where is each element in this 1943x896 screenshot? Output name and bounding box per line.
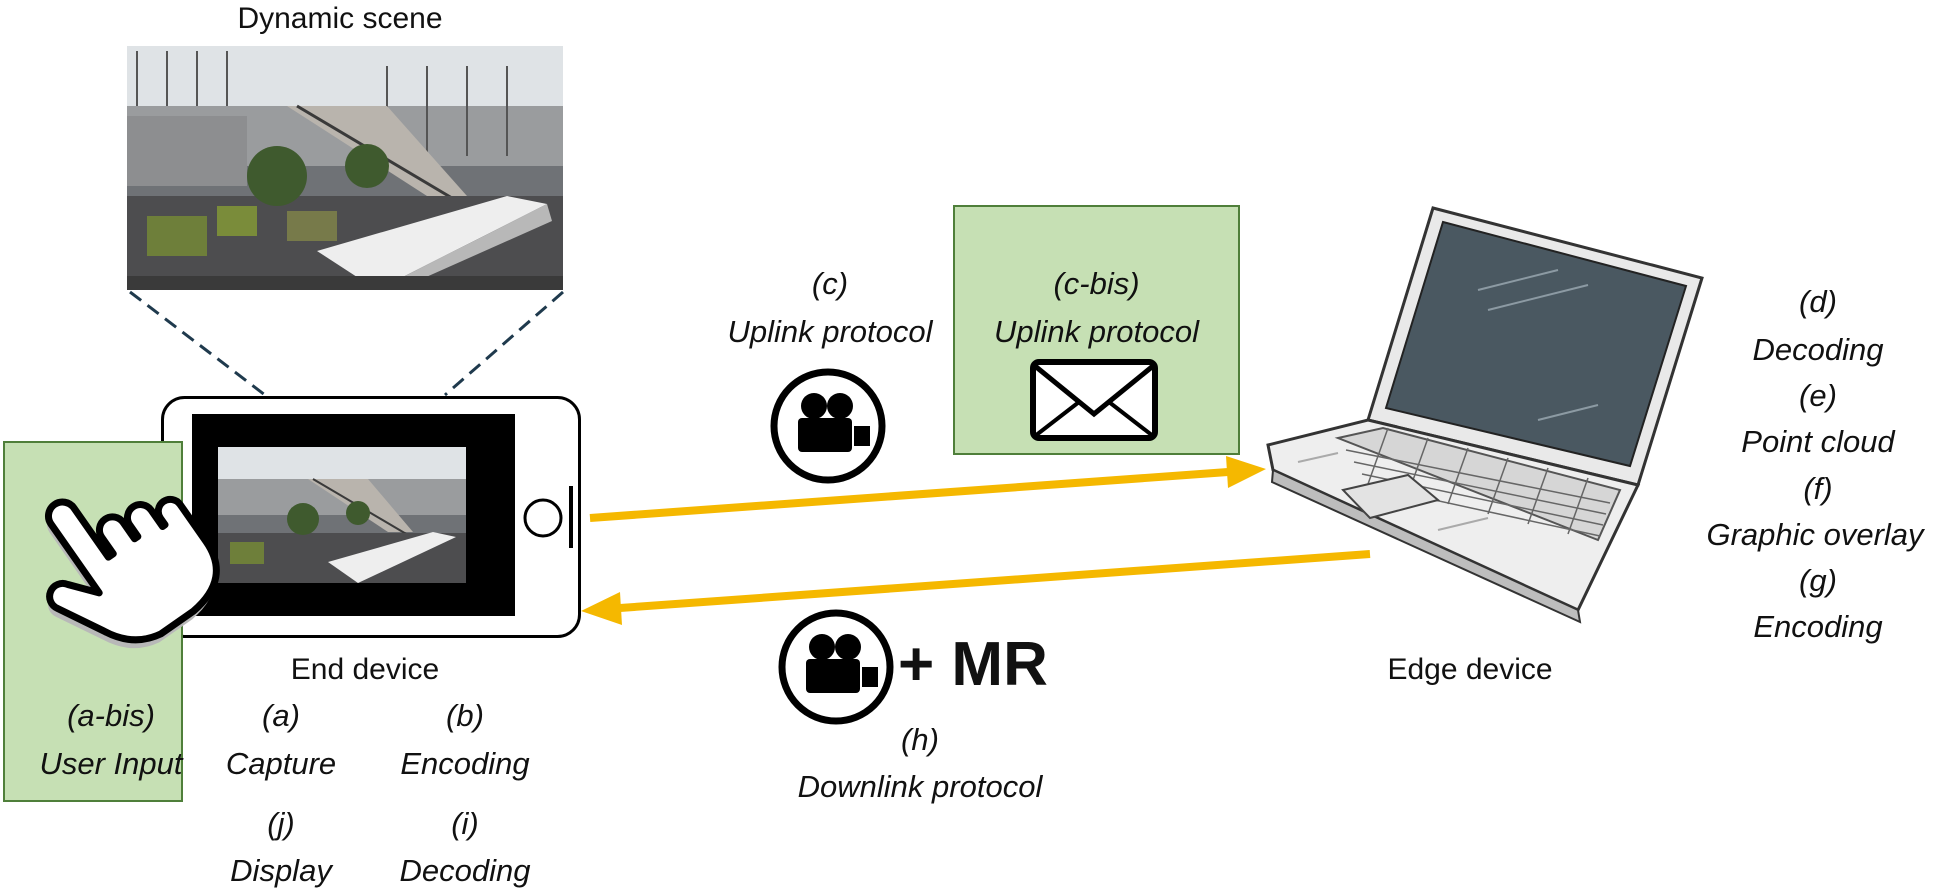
step-e-name: Point cloud <box>1741 424 1895 459</box>
step-a-code: (a) <box>262 698 300 733</box>
end-device-label: End device <box>290 653 440 686</box>
uplink-name: Uplink protocol <box>727 314 933 349</box>
step-d-code: (d) <box>1799 284 1837 319</box>
uplink-arrow <box>589 456 1266 522</box>
user-input-code: (a-bis) <box>67 698 155 733</box>
phone-screen <box>218 447 466 583</box>
video-camera-mr-icon <box>778 609 894 725</box>
downlink-arrow <box>581 550 1371 625</box>
laptop-icon <box>1266 206 1704 624</box>
downlink-name: Downlink protocol <box>797 769 1043 804</box>
scene-title: Dynamic scene <box>237 2 443 35</box>
uplink-bis-name: Uplink protocol <box>993 314 1200 349</box>
downlink-code: (h) <box>901 722 939 757</box>
step-e-code: (e) <box>1799 378 1837 413</box>
step-f-code: (f) <box>1803 471 1833 506</box>
scene-view-lines <box>129 290 564 397</box>
step-a-name: Capture <box>225 746 337 781</box>
step-b-code: (b) <box>446 698 484 733</box>
edge-device-label: Edge device <box>1387 653 1553 686</box>
step-i-code: (i) <box>451 806 479 841</box>
mr-label: + MR <box>898 630 1048 699</box>
uplink-bis-code: (c-bis) <box>1053 266 1140 301</box>
step-d-name: Decoding <box>1752 332 1884 367</box>
uplink-code: (c) <box>811 266 849 301</box>
step-j-name: Display <box>230 853 332 888</box>
video-camera-icon <box>770 368 886 484</box>
hand-pointer-icon <box>44 495 220 649</box>
step-g-name: Encoding <box>1753 609 1883 644</box>
step-b-name: Encoding <box>400 746 530 781</box>
scene-photo <box>127 46 563 290</box>
step-i-name: Decoding <box>399 853 531 888</box>
envelope-icon <box>1030 359 1158 441</box>
step-j-code: (j) <box>267 806 295 841</box>
user-input-name: User Input <box>39 746 183 781</box>
step-g-code: (g) <box>1799 563 1837 598</box>
step-f-name: Graphic overlay <box>1706 517 1924 552</box>
